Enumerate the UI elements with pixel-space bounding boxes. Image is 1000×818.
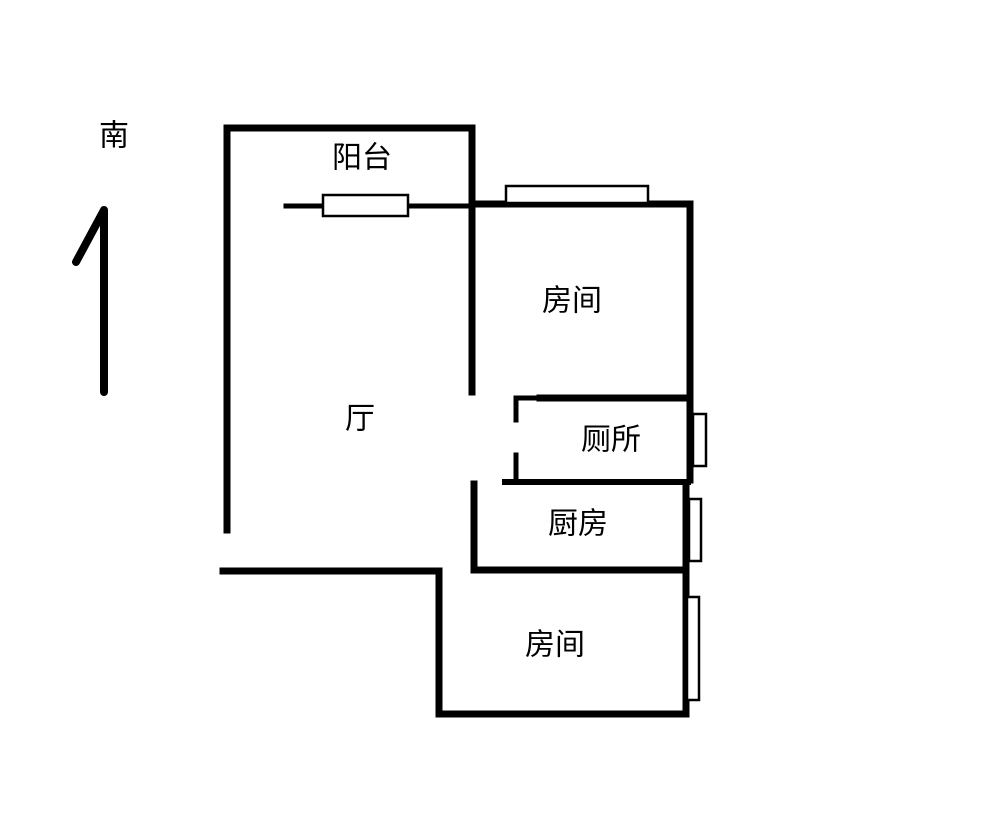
windows [321, 184, 708, 702]
bedroom-north-window [504, 184, 650, 205]
room-label-living-room: 厅 [345, 402, 375, 437]
room-label-kitchen: 厨房 [548, 507, 608, 542]
room-label-balcony: 阳台 [332, 141, 392, 176]
room-label-bedroom-north: 房间 [542, 284, 602, 319]
south-arrow-icon [72, 206, 108, 396]
toilet-window [691, 412, 708, 468]
kitchen-window [687, 497, 703, 563]
balcony-door-window [321, 193, 410, 218]
bedroom-south-window [685, 595, 701, 702]
compass-label: 南 [99, 119, 129, 154]
walls [219, 124, 694, 718]
room-label-toilet: 厕所 [581, 423, 641, 458]
room-label-bedroom-south: 房间 [525, 628, 585, 663]
